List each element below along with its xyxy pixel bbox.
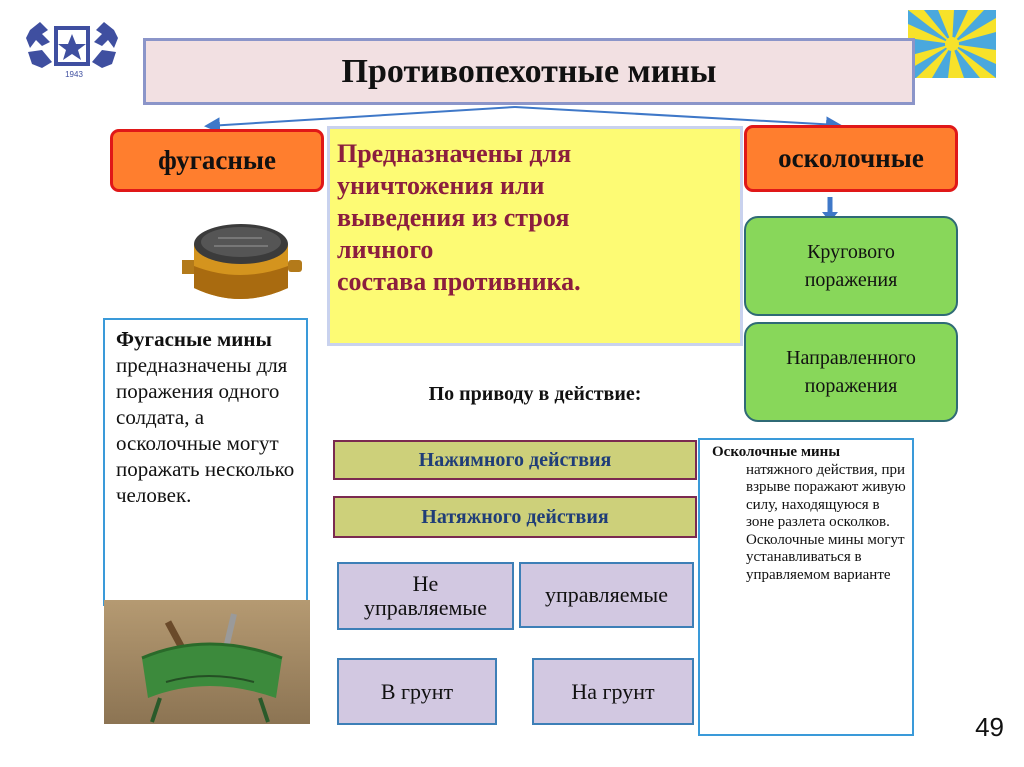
control-uncontrolled: Не управляемые bbox=[337, 562, 514, 630]
category-fugas: фугасные bbox=[110, 129, 324, 192]
university-logo: 1943 bbox=[22, 12, 122, 84]
oskol-description-box bbox=[698, 438, 914, 736]
definition-text: Предназначены для уничтожения или выведе… bbox=[337, 139, 581, 296]
air-force-flag-icon bbox=[908, 10, 996, 78]
type-directional-damage: Направленного поражения bbox=[744, 322, 958, 422]
activation-pressure: Нажимного действия bbox=[333, 440, 697, 480]
control-controlled: управляемые bbox=[519, 562, 694, 628]
placement-in-ground: В грунт bbox=[337, 658, 497, 725]
blast-mine-image bbox=[178, 214, 306, 312]
activation-label: По приводу в действие: bbox=[428, 383, 642, 405]
category-oskol: осколочные bbox=[744, 125, 958, 192]
page-number: 49 bbox=[975, 712, 1004, 742]
logo-year: 1943 bbox=[65, 70, 83, 79]
eagle-emblem-icon bbox=[26, 22, 118, 68]
oskol-description-rest: натяжного действия, при взрыве поражают … bbox=[746, 461, 906, 583]
arrow-to-fugas bbox=[204, 106, 516, 134]
directional-mine-photo bbox=[104, 600, 310, 724]
fugas-description: Фугасные мины предназначены для поражени… bbox=[116, 326, 302, 508]
oskol-description: Осколочные мины натяжного действия, при … bbox=[712, 444, 910, 584]
fugas-description-rest: предназначены для поражения одного солда… bbox=[116, 353, 295, 507]
type-circular-damage: Кругового поражения bbox=[744, 216, 958, 316]
placement-on-ground: На грунт bbox=[532, 658, 694, 725]
fugas-description-bold: Фугасные мины bbox=[116, 327, 272, 351]
oskol-description-bold: Осколочные мины bbox=[712, 444, 841, 460]
page-title: Противопехотные мины bbox=[143, 38, 915, 105]
definition-box bbox=[327, 126, 743, 346]
activation-tripwire: Натяжного действия bbox=[333, 496, 697, 538]
arrow-to-oskol bbox=[514, 106, 842, 133]
